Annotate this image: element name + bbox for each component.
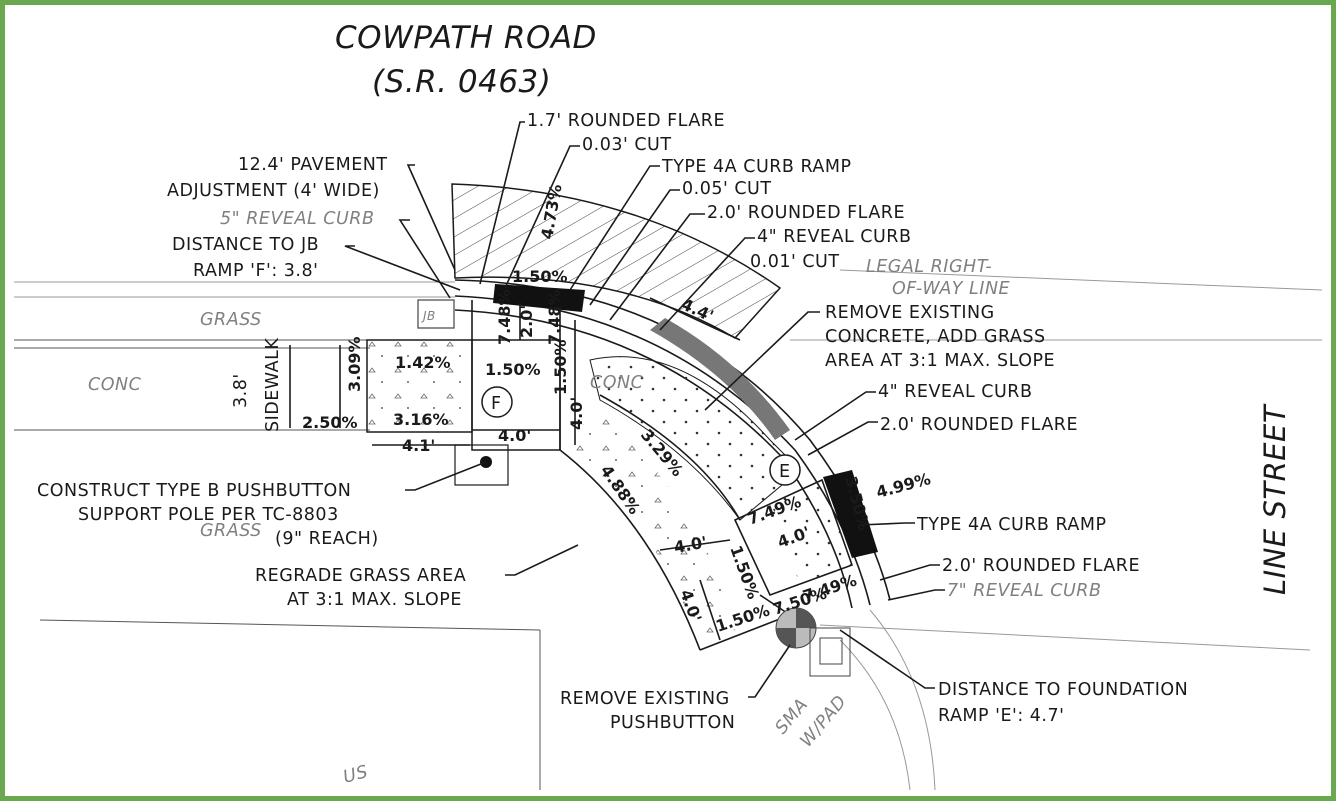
bottom-scrawl: US — [341, 762, 370, 788]
callout-regrade-2: AT 3:1 MAX. SLOPE — [287, 590, 462, 610]
slope-150-c: 1.50% — [551, 339, 570, 395]
ramp-sweep — [559, 394, 791, 651]
callout-pushbutton-pole-2: SUPPORT POLE PER TC-8803 — [78, 505, 339, 525]
callout-reveal-4-mid: 4" REVEAL CURB — [878, 382, 1032, 402]
slope-142: 1.42% — [395, 353, 451, 372]
slope-309: 3.09% — [345, 336, 364, 392]
callout-pushbutton-pole-3: (9" REACH) — [275, 529, 379, 549]
cross-street-title: LINE STREET — [1258, 403, 1292, 595]
slope-499: 4.99% — [874, 469, 933, 502]
callout-reveal-5: 5" REVEAL CURB — [220, 209, 374, 229]
callout-remove-conc-3: AREA AT 3:1 MAX. SLOPE — [825, 351, 1055, 371]
callout-remove-conc-1: REMOVE EXISTING — [825, 303, 995, 323]
slope-748-b: 7.48% — [545, 289, 564, 345]
ramp-f-letter: F — [491, 394, 502, 414]
ramp-e-letter: E — [779, 462, 791, 482]
dim-41: 4.1' — [402, 436, 435, 455]
dim-40-h: 4.0' — [498, 426, 531, 445]
callout-rounded-flare-20-bot: 2.0' ROUNDED FLARE — [942, 556, 1140, 576]
callout-reveal-7: 7" REVEAL CURB — [947, 581, 1101, 601]
road-edge-lines — [14, 269, 1323, 791]
callout-dist-jb-1: DISTANCE TO JB — [172, 235, 319, 255]
callout-rounded-flare-20-mid: 2.0' ROUNDED FLARE — [880, 415, 1078, 435]
callout-rounded-flare-17: 1.7' ROUNDED FLARE — [527, 111, 725, 131]
slope-748-a: 7.48% — [495, 289, 514, 345]
leader-lines — [344, 121, 945, 698]
callout-cut-003: 0.03' CUT — [582, 135, 672, 155]
road-title: COWPATH ROAD — [335, 20, 597, 56]
conc-left-label: CONC — [88, 375, 142, 395]
sidewalk-width-label: 3.8' — [231, 373, 251, 408]
hatched-grass-area — [451, 183, 782, 339]
ramp-e-marker — [769, 454, 801, 486]
slope-150-a: 1.50% — [512, 267, 568, 286]
callout-dist-jb-2: RAMP 'F': 3.8' — [193, 261, 318, 281]
grass-top-label: GRASS — [200, 310, 262, 330]
ramp-f-marker — [481, 386, 513, 418]
gray-curb-segment — [650, 318, 790, 440]
callout-pavement-2: ADJUSTMENT (4' WIDE) — [167, 181, 380, 201]
callout-cut-001: 0.01' CUT — [750, 252, 840, 272]
callout-remove-conc-2: CONCRETE, ADD GRASS — [825, 327, 1046, 347]
callout-pavement-1: 12.4' PAVEMENT — [238, 155, 388, 175]
w-pad-label: W/PAD — [797, 692, 851, 751]
callout-dist-found-2: RAMP 'E': 4.7' — [938, 706, 1064, 726]
callout-remove-pb-1: REMOVE EXISTING — [560, 689, 730, 709]
callout-legal-row-1: LEGAL RIGHT- — [866, 257, 992, 277]
callout-remove-pb-2: PUSHBUTTON — [610, 713, 735, 733]
jb-label: JB — [421, 309, 436, 323]
callout-dist-found-1: DISTANCE TO FOUNDATION — [938, 680, 1188, 700]
curb-ramp-f-dark — [493, 284, 585, 312]
callout-regrade-1: REGRADE GRASS AREA — [255, 566, 466, 586]
callout-type4a-bottom: TYPE 4A CURB RAMP — [916, 515, 1107, 535]
callout-rounded-flare-20-top: 2.0' ROUNDED FLARE — [707, 203, 905, 223]
callout-reveal-4-top: 4" REVEAL CURB — [757, 227, 911, 247]
dim-20: 2.0' — [517, 305, 536, 338]
callout-pushbutton-pole-1: CONSTRUCT TYPE B PUSHBUTTON — [37, 481, 351, 501]
grass-bottom-label: GRASS — [200, 521, 262, 541]
route-title: (S.R. 0463) — [372, 64, 551, 100]
ramp-f-area — [366, 300, 561, 486]
slope-150-d: 1.50% — [726, 543, 763, 602]
jb-box — [417, 299, 455, 329]
dimension-lines — [289, 297, 741, 641]
slope-150-b: 1.50% — [485, 360, 541, 379]
callout-legal-row-2: OF-WAY LINE — [892, 279, 1011, 299]
sidewalk-label: SIDEWALK — [263, 338, 283, 432]
slope-250: 2.50% — [302, 413, 358, 432]
slope-316: 3.16% — [393, 410, 449, 429]
conc-mid-label: CONC — [590, 373, 644, 393]
curb-ramp-e-dark — [823, 470, 878, 558]
existing-pushbutton — [775, 607, 851, 677]
dim-40-v: 4.0' — [567, 397, 586, 430]
callout-type4a-top: TYPE 4A CURB RAMP — [661, 157, 852, 177]
callout-cut-005: 0.05' CUT — [682, 179, 772, 199]
